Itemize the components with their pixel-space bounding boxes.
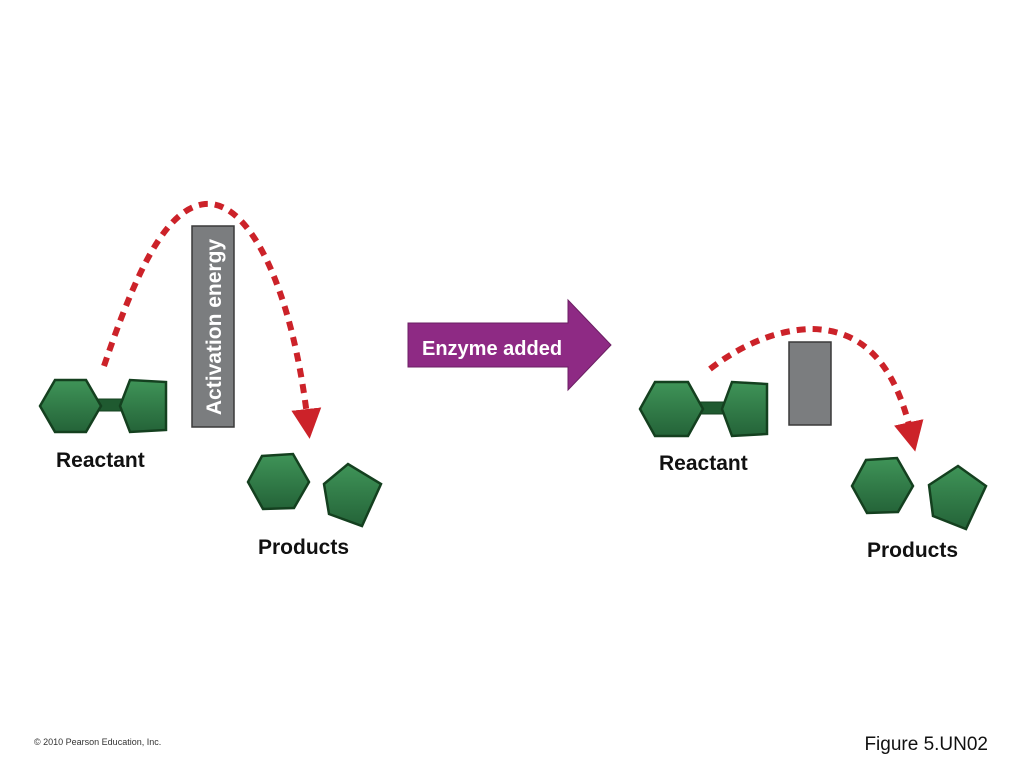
reactant-molecule xyxy=(638,380,769,438)
enzyme-added-arrow: Enzyme added xyxy=(407,298,612,392)
catalyzed-panel: Reactant Products xyxy=(638,325,988,562)
hexagon-shape xyxy=(638,380,705,438)
copyright-notice: © 2010 Pearson Education, Inc. xyxy=(34,737,162,747)
product-molecules xyxy=(246,452,383,528)
enzyme-added-label: Enzyme added xyxy=(422,338,562,360)
pentagon-shape xyxy=(720,380,769,438)
hexagon-shape xyxy=(38,378,103,434)
hexagon-product xyxy=(246,452,311,511)
reactant-molecule xyxy=(38,378,168,434)
pentagon-product xyxy=(322,462,383,528)
uncatalyzed-panel: Activation energy Reactant Products xyxy=(38,200,383,559)
reactant-label: Reactant xyxy=(659,452,748,475)
figure-number: Figure 5.UN02 xyxy=(864,734,988,755)
activation-energy-bar xyxy=(191,225,235,428)
pentagon-shape xyxy=(118,378,168,434)
products-label: Products xyxy=(258,536,349,559)
high-energy-reaction-curve xyxy=(101,200,322,439)
hexagon-product xyxy=(850,456,915,515)
lowered-activation-energy-bar xyxy=(788,341,832,426)
reactant-label: Reactant xyxy=(56,449,145,472)
activation-energy-label: Activation energy xyxy=(203,239,226,416)
low-energy-reaction-curve xyxy=(708,325,924,452)
products-label: Products xyxy=(867,539,958,562)
pentagon-product xyxy=(927,464,988,531)
product-molecules xyxy=(850,456,988,531)
